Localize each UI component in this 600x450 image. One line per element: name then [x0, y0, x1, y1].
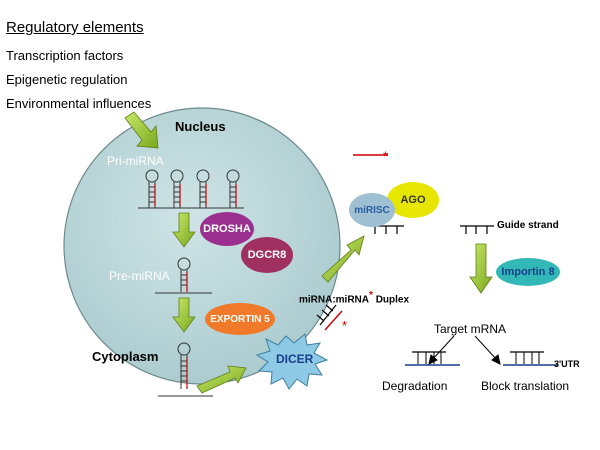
arrow-pre-to-export: [172, 297, 196, 333]
exportin-5: EXPORTIN 5: [205, 303, 275, 335]
duplex-label: miRNA:miRNA* Duplex: [299, 290, 409, 305]
block-translation-mrna: [503, 351, 558, 366]
arrow-pri-to-pre: [172, 212, 196, 248]
mirisc-complex: miRISC: [349, 193, 395, 227]
arrow-guide-to-importin: [469, 243, 493, 294]
mirisc-guide-strand: [369, 225, 404, 234]
importin-8: Importin 8: [496, 258, 560, 286]
dicer-label: DICER: [276, 352, 314, 366]
regulator-transcription-factors: Transcription factors: [6, 48, 124, 63]
dicer-shape: [255, 333, 329, 390]
passenger-strand-duplex: [324, 310, 343, 331]
exportin-label: EXPORTIN 5: [210, 313, 270, 325]
mirisc-label: miRISC: [354, 204, 390, 216]
target-mrna-label: Target mRNA: [434, 322, 507, 336]
ago-protein: AGO: [387, 182, 439, 218]
block-translation-label: Block translation: [481, 379, 570, 393]
cytoplasm-label: Cytoplasm: [92, 349, 159, 364]
dgcr8-label: DGCR8: [247, 249, 287, 261]
degradation-mrna: [405, 351, 460, 366]
diagram-title: Regulatory elements: [6, 19, 144, 36]
guide-strand-label: Guide strand: [497, 220, 559, 231]
ago-label: AGO: [400, 194, 426, 206]
target-split-arrows: [428, 335, 501, 365]
pri-mirna-label: Pri-miRNA: [107, 154, 164, 168]
arrow-duplex-to-mirisc: [321, 235, 365, 283]
drosha-label: DROSHA: [203, 223, 251, 235]
arrow-to-dicer: [196, 365, 247, 394]
regulator-epigenetic: Epigenetic regulation: [6, 72, 128, 87]
passenger-star: *: [383, 148, 389, 164]
pre-mirna-label: Pre-miRNA: [109, 269, 170, 283]
duplex-label-suffix: Duplex: [375, 294, 410, 306]
regulator-environmental: Environmental influences: [6, 96, 152, 111]
importin-label: Importin 8: [501, 266, 555, 278]
arrow-environment-to-nucleus: [124, 111, 159, 149]
guide-strand-shape: [460, 225, 494, 234]
nucleus-label: Nucleus: [175, 119, 226, 134]
dgcr8-cofactor: DGCR8: [241, 237, 293, 273]
degradation-label: Degradation: [382, 379, 448, 393]
duplex-star: *: [342, 318, 348, 333]
duplex-label-text: miRNA:miRNA: [299, 294, 369, 306]
utr-label: 3'UTR: [554, 359, 580, 369]
mirna-duplex: [316, 304, 337, 326]
drosha-enzyme: DROSHA: [200, 212, 254, 246]
duplex-label-star: *: [369, 290, 373, 301]
